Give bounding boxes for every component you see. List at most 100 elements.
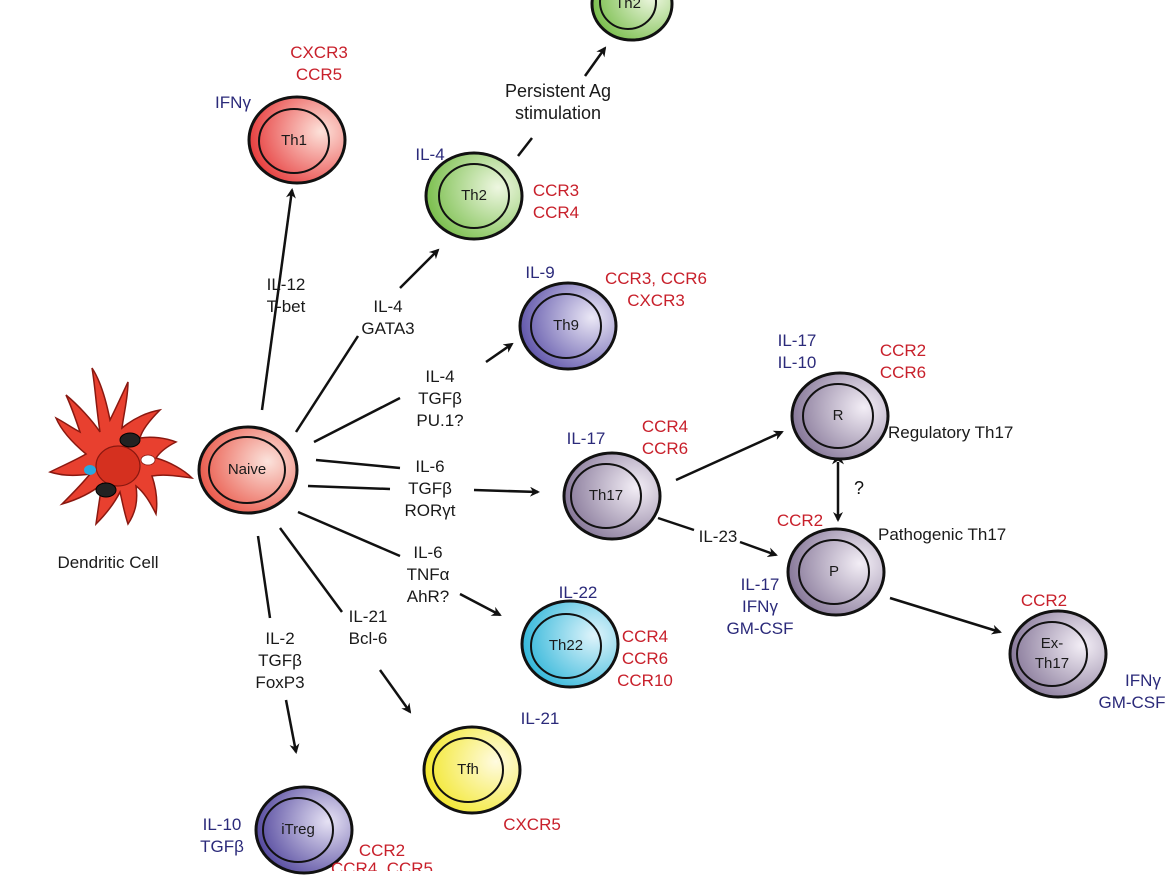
th17-label: Th17 (589, 487, 623, 504)
cell-r: R (790, 371, 890, 461)
th9-receptor-1: CCR3, CCR6 (604, 269, 708, 288)
arrow-naive-th2-a (294, 335, 360, 433)
dendritic-cell-drawing (48, 367, 195, 527)
th22-receptor-2: CCR6 (621, 649, 669, 668)
th9-inducer-2: TGFβ (418, 389, 462, 408)
arrow-naive-tfh-a (278, 527, 344, 613)
th9-receptors: CCR3, CCR6 CXCR3 (605, 268, 707, 312)
arrow-naive-itreg-a (256, 535, 272, 619)
itreg-inducer-3: FoxP3 (255, 673, 305, 692)
p-cytokines: IL-17 IFNγ GM-CSF (726, 574, 793, 640)
cell-th17: Th17 (562, 451, 662, 541)
th22-inducers: IL-6 TNFα AhR? (407, 542, 450, 608)
itreg-cytokine-1: IL-10 (202, 815, 242, 834)
th22-label: Th22 (549, 637, 583, 654)
persistent-ag-line1: Persistent Ag (504, 81, 612, 101)
th2-inducers: IL-4 GATA3 (361, 296, 414, 340)
exth17-receptor: CCR2 (1020, 591, 1068, 610)
th2-cytokine: IL-4 (415, 145, 445, 164)
th2-top-label: Th2 (615, 0, 641, 12)
tfh-inducer-1: IL-21 (348, 607, 388, 626)
exth17-cytokine-2: GM-CSF (1098, 693, 1166, 712)
r-receptor-2: CCR6 (879, 363, 927, 382)
th1-inducers: IL-12 T-bet (267, 274, 306, 318)
arrow-th17-p-b (739, 540, 778, 557)
th2-label: Th2 (461, 187, 487, 204)
cell-th22: Th22 (520, 599, 620, 689)
tfh-cytokine: IL-21 (520, 709, 560, 728)
th9-label: Th9 (553, 317, 579, 334)
r-cytokine-2: IL-10 (777, 353, 817, 372)
itreg-label: iTreg (281, 821, 315, 838)
itreg-cytokine-2: TGFβ (200, 837, 244, 856)
dendritic-cell-label: Dendritic Cell (57, 553, 159, 572)
exth17-label-line1: Ex- (1041, 635, 1064, 652)
th2-receptors: CCR3 CCR4 (533, 180, 579, 224)
th2-inducer-1: IL-4 (373, 297, 403, 316)
th1-label: Th1 (281, 132, 307, 149)
r-p-question-mark: ? (854, 478, 864, 498)
exth17-cytokine-1: IFNγ (1125, 671, 1161, 690)
r-cytokine-1: IL-17 (777, 331, 817, 350)
tfh-inducers: IL-21 Bcl-6 (349, 606, 388, 650)
arrow-naive-tfh-b (378, 669, 412, 714)
arrow-naive-th17-a (315, 458, 401, 470)
itreg-receptor-2: CCR4, CCR5 (330, 859, 434, 871)
itreg-receptors: CCR2 CCR4, CCR5 (331, 840, 433, 871)
arrow-naive-th9-a (313, 396, 401, 444)
cell-th9: Th9 (518, 281, 618, 371)
th2-receptor-1: CCR3 (532, 181, 580, 200)
th17-inducer-1: IL-6 (415, 457, 445, 476)
th1-receptors: CXCR3 CCR5 (290, 42, 348, 86)
cell-naive: Naive (197, 425, 299, 515)
arrow-naive-th17-c (473, 486, 540, 497)
tfh-label: Tfh (457, 761, 479, 778)
arrow-naive-th17-b (307, 484, 391, 491)
cell-p: P (786, 527, 886, 617)
p-label: P (829, 563, 839, 580)
regulatory-th17-label: Regulatory Th17 (888, 423, 1014, 442)
itreg-inducer-2: TGFβ (258, 651, 302, 670)
th9-inducer-3: PU.1? (416, 411, 464, 430)
cell-exth17: Ex- Th17 (1008, 609, 1108, 699)
pathogenic-th17-label: Pathogenic Th17 (878, 525, 1007, 544)
arrow-th17-p-a (657, 516, 695, 532)
th1-receptor-1: CXCR3 (290, 43, 348, 62)
th2-receptor-2: CCR4 (532, 203, 580, 222)
th17-receptors: CCR4 CCR6 (642, 416, 688, 460)
th17-inducers: IL-6 TGFβ RORγt (405, 456, 456, 522)
th9-inducer-1: IL-4 (425, 367, 455, 386)
p-receptor: CCR2 (776, 511, 824, 530)
itreg-receptor-1: CCR2 (358, 841, 406, 860)
cell-th2-top: Th2 (590, 0, 674, 42)
arrow-th17-r (675, 430, 784, 482)
il23-label: IL-23 (698, 527, 738, 546)
arrow-naive-th1 (260, 188, 296, 411)
naive-label: Naive (228, 461, 266, 478)
th2-inducer-2: GATA3 (361, 319, 415, 338)
th9-cytokine: IL-9 (525, 263, 555, 282)
r-label: R (833, 407, 844, 424)
p-cytokine-2: IFNγ (742, 597, 778, 616)
th22-inducer-2: TNFα (406, 565, 450, 584)
itreg-inducers: IL-2 TGFβ FoxP3 (255, 628, 304, 694)
r-cytokines: IL-17 IL-10 (778, 330, 817, 374)
th22-inducer-1: IL-6 (413, 543, 443, 562)
itreg-cytokines: IL-10 TGFβ (200, 814, 244, 858)
arrows (256, 46, 1002, 754)
th22-cytokine: IL-22 (558, 583, 598, 602)
cell-th2: Th2 (424, 151, 524, 241)
exth17-cytokines: IFNγ GM-CSF (1098, 670, 1165, 714)
th1-inducer-1: IL-12 (266, 275, 306, 294)
arrow-th2-persist-b (583, 46, 607, 77)
th17-inducer-3: RORγt (404, 501, 456, 520)
th9-receptor-2: CXCR3 (627, 291, 685, 310)
arrow-naive-th22-b (459, 592, 502, 617)
itreg-inducer-1: IL-2 (265, 629, 295, 648)
cell-th1: Th1 (247, 95, 347, 185)
persistent-ag-label: Persistent Ag stimulation (505, 80, 611, 124)
p-cytokine-1: IL-17 (740, 575, 780, 594)
th1-cytokine: IFNγ (215, 93, 251, 112)
persistent-ag-line2: stimulation (514, 103, 602, 123)
